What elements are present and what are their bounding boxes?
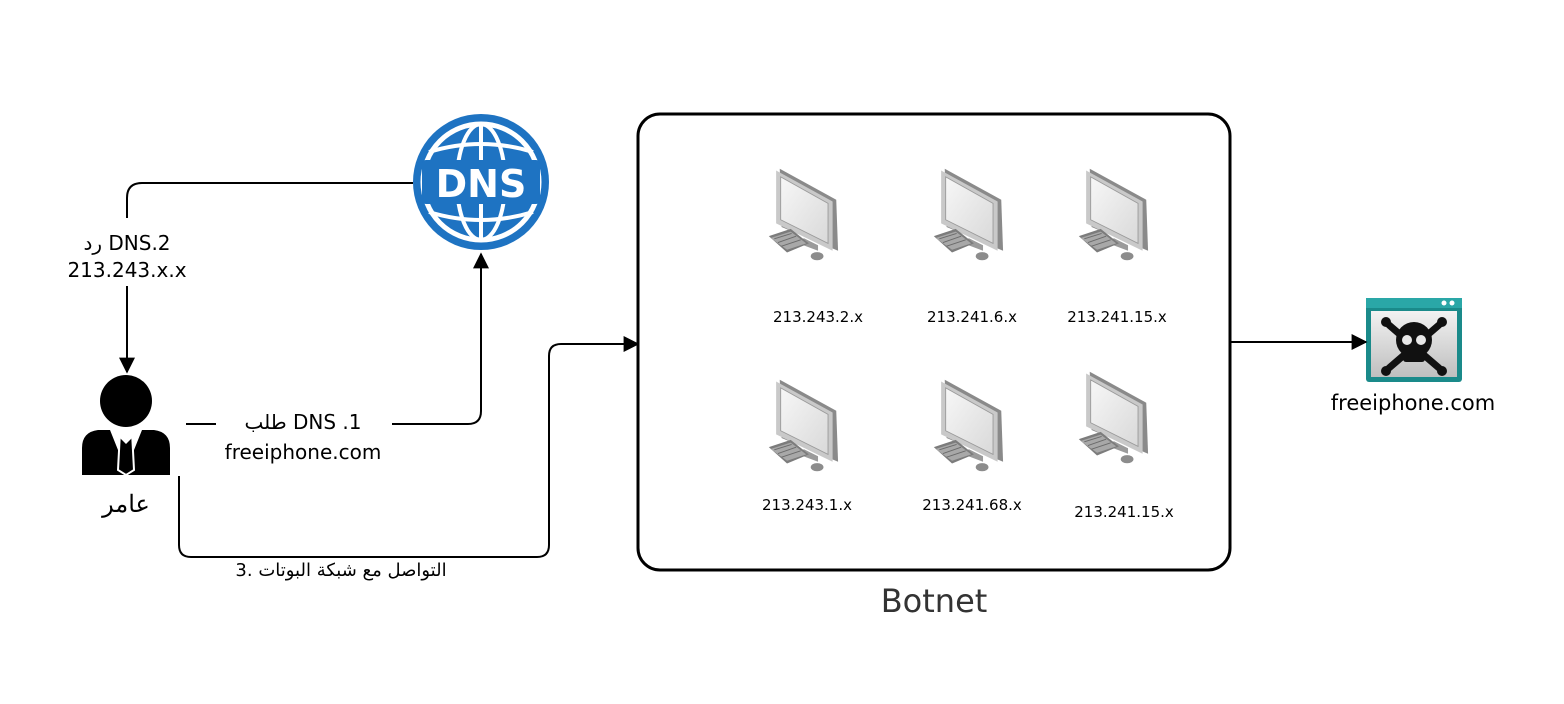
botnet-communication-label: 3. التواصل مع شبكة البوتات (235, 560, 447, 581)
user-icon (82, 375, 170, 477)
bot-ip-label: 213.243.2.x (773, 308, 863, 326)
bot-ip-label: 213.241.15.x (1074, 503, 1174, 521)
target-site-label: freeiphone.com (1330, 391, 1496, 415)
botnet-title: Botnet (880, 582, 988, 620)
dns-icon-text: DNS (436, 162, 527, 206)
skull-crossbones-window-icon (1366, 298, 1462, 382)
bot-ip-label: 213.241.15.x (1067, 308, 1167, 326)
dns-response-label-line1: رد DNS.2 (83, 231, 171, 255)
bot-ip-label: 213.243.1.x (762, 496, 852, 514)
botnet-communication-arrow (178, 336, 640, 558)
dns-response-label-line2: 213.243.x.x (67, 258, 187, 282)
dns-request-label-line2: freeiphone.com (224, 440, 382, 464)
user-name: عامر (102, 490, 150, 518)
dns-response-connector (126, 182, 413, 218)
dns-globe-icon: DNS (413, 114, 549, 250)
dns-request-label-line1: طلب DNS .1 (244, 410, 362, 434)
dns-request-arrow (392, 252, 489, 425)
bot-ip-label: 213.241.68.x (922, 496, 1022, 514)
bot-ip-label: 213.241.6.x (927, 308, 1017, 326)
